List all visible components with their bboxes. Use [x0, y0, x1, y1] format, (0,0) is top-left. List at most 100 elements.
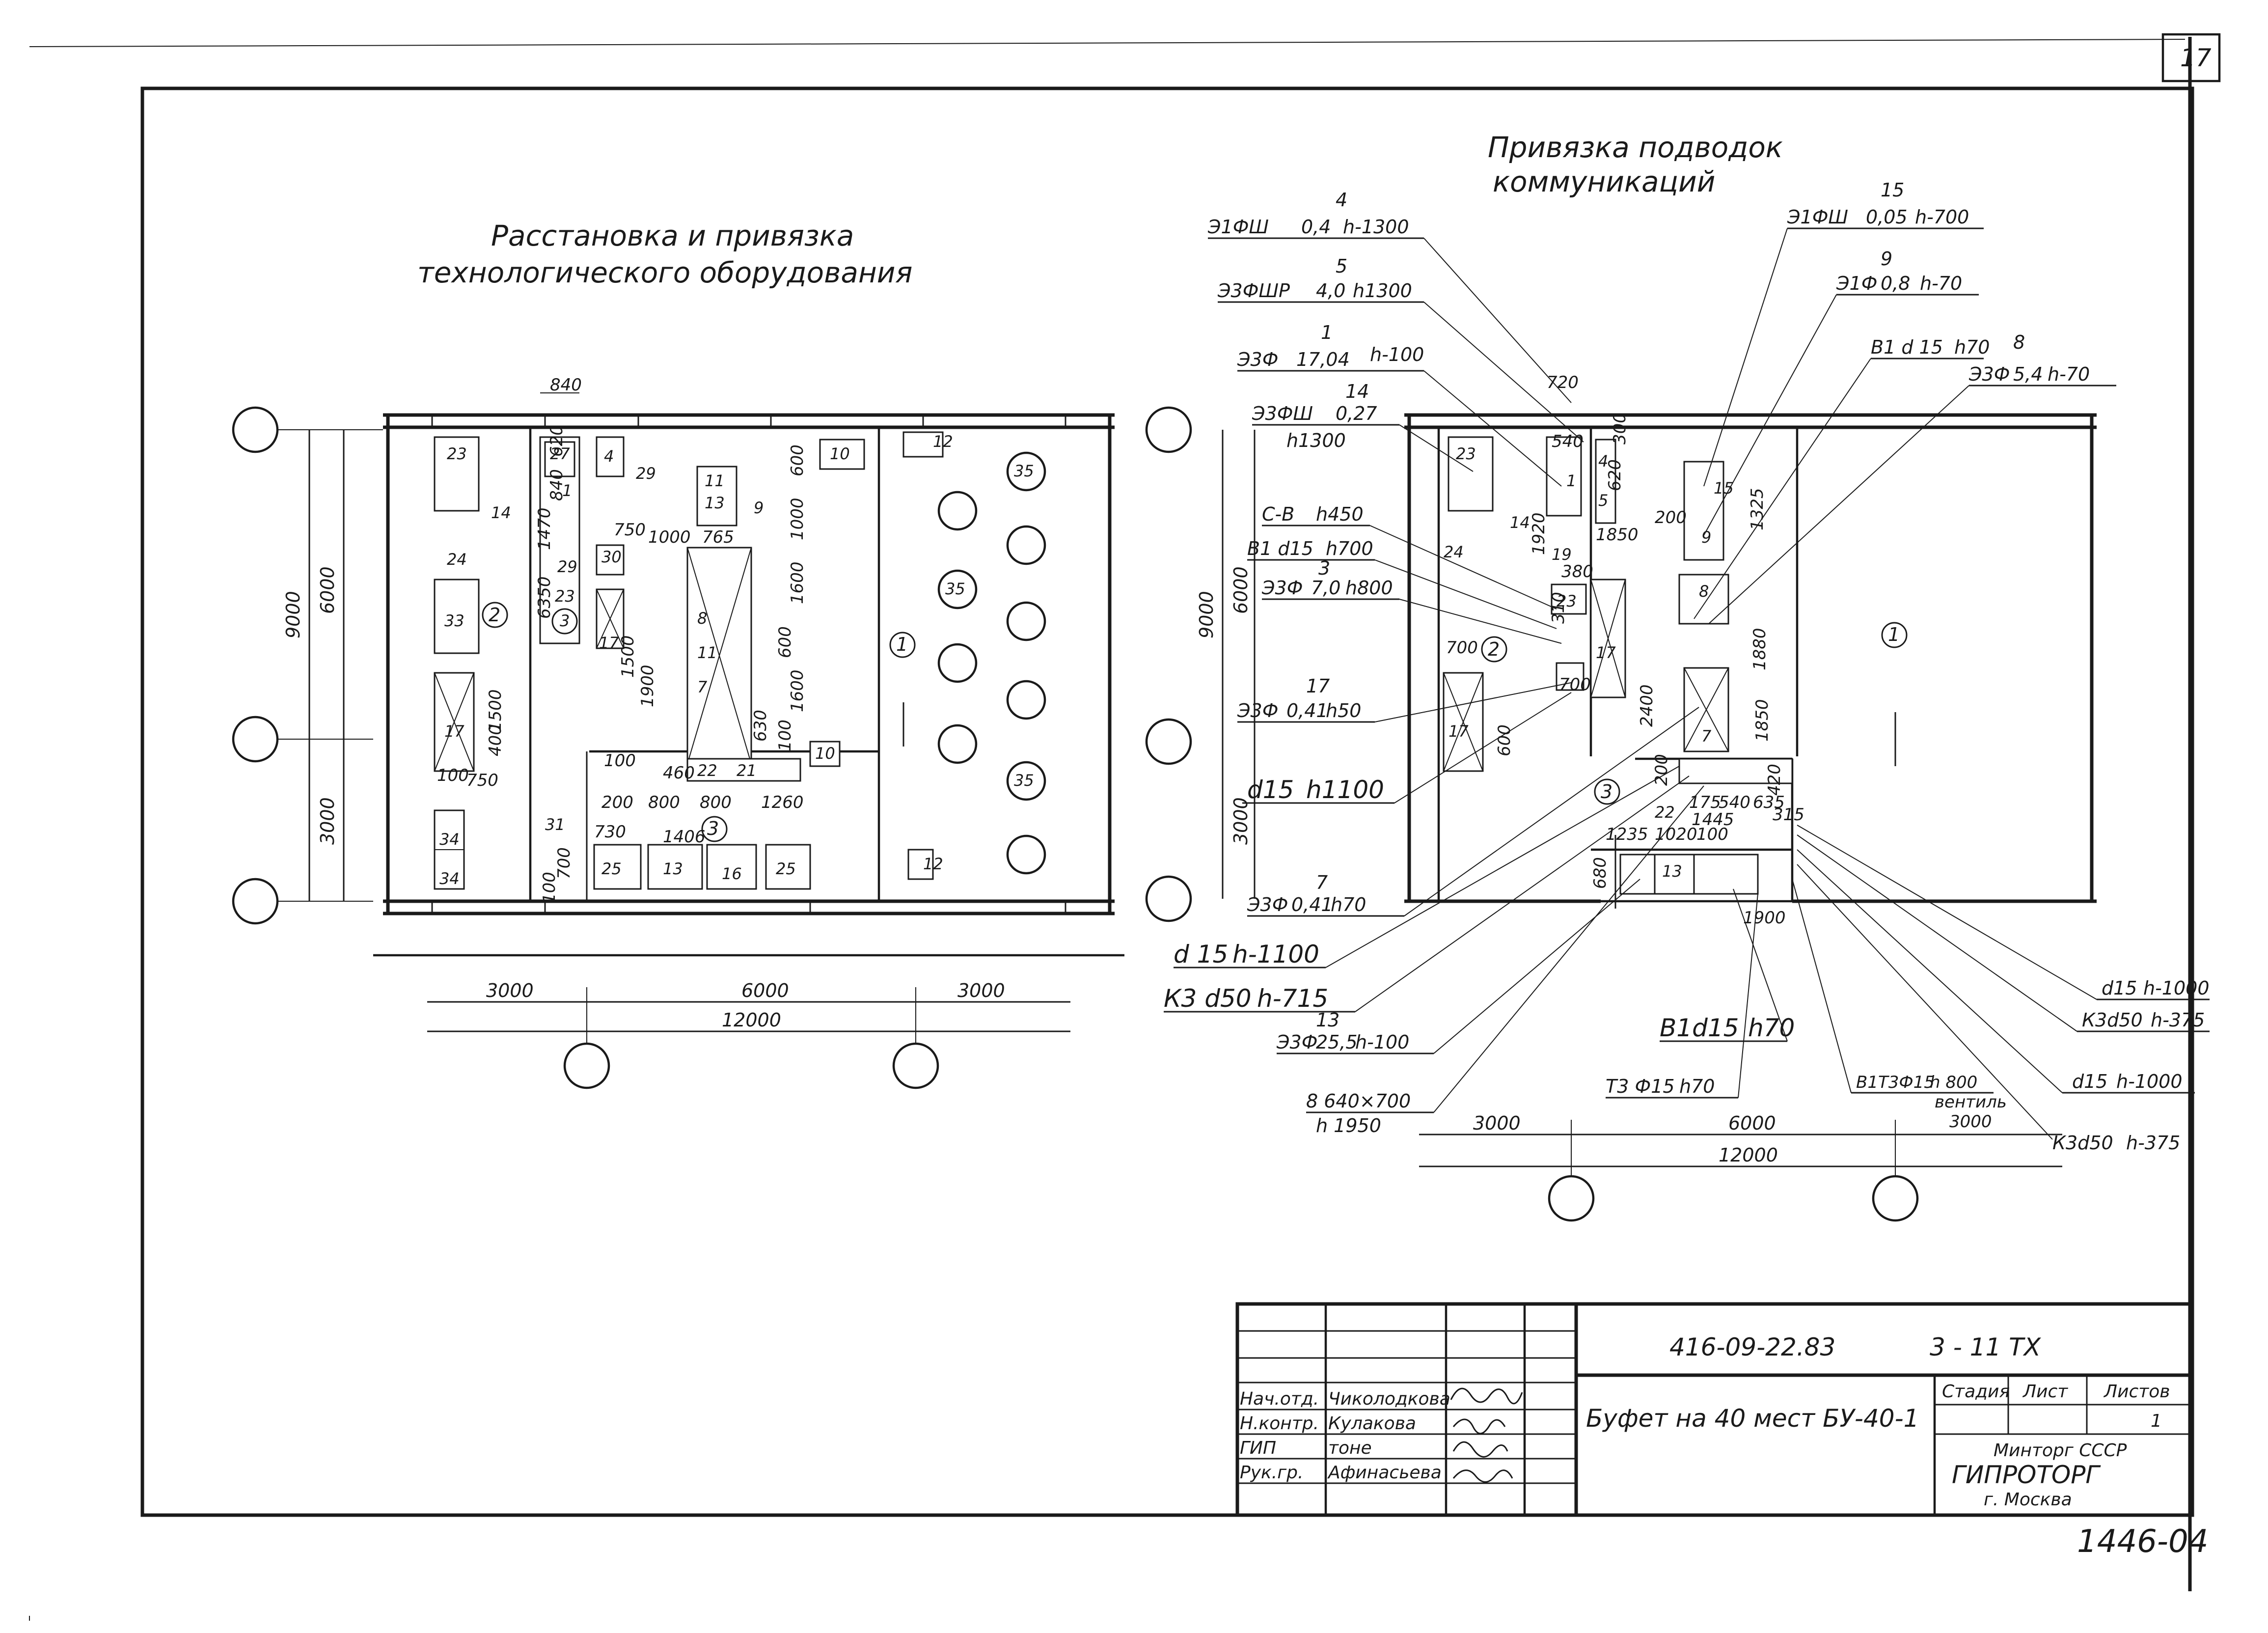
- equipment-34b: 34: [439, 869, 460, 888]
- equipment-4: 4: [1598, 452, 1608, 471]
- equipment-17: 17: [444, 722, 465, 741]
- role-gip: ГИП: [1240, 1438, 1276, 1458]
- equipment-13b: 13: [663, 859, 683, 878]
- dim-420: 420: [1765, 764, 1784, 796]
- dim-600b: 600: [775, 626, 795, 658]
- callout-number: 9: [1881, 248, 1892, 270]
- callout-code: Э1ФШ: [1207, 216, 1269, 238]
- callout-height: h-1000: [2116, 1071, 2183, 1092]
- sheet-number: 17: [2180, 44, 2212, 72]
- callout-code: 8 640×700: [1306, 1090, 1411, 1112]
- axis-bubble: [563, 1042, 610, 1089]
- callout-value: 7,0: [1311, 577, 1340, 599]
- role-group-lead: Рук.гр.: [1240, 1463, 1303, 1483]
- equipment-9: 9: [1701, 528, 1711, 547]
- dim-6350: 6350: [535, 576, 554, 619]
- equipment-23b: 23: [1557, 592, 1577, 610]
- dim-1235: 1235: [1606, 825, 1648, 844]
- callout-number: 5: [1336, 255, 1347, 277]
- equipment-13: 13: [705, 494, 725, 512]
- callout-number: 13: [1316, 1009, 1339, 1031]
- equipment-4: 4: [604, 447, 614, 466]
- dim-1500: 1500: [486, 689, 505, 732]
- dim-100: 100: [775, 720, 795, 751]
- equipment-16: 16: [722, 864, 742, 883]
- callout-height: h1300: [1286, 430, 1346, 451]
- callout-number: 8: [2013, 332, 2025, 353]
- equipment-10: 10: [830, 444, 850, 463]
- left-plan-title-line1: Расстановка и привязка: [491, 219, 854, 252]
- dim-1880: 1880: [1750, 628, 1770, 670]
- dim-1920: 1920: [1529, 512, 1549, 555]
- callout-height: h-70: [1920, 273, 1962, 294]
- equipment-29: 29: [636, 464, 656, 483]
- axis-dim-6000: 6000: [1230, 566, 1252, 614]
- equipment-22: 22: [697, 761, 717, 780]
- equipment-10b: 10: [815, 744, 835, 763]
- dim-100b: 100: [540, 872, 559, 904]
- axis-dim-3000: 3000: [1230, 797, 1252, 845]
- callout-value: 0,41: [1286, 700, 1328, 721]
- sheets-label: Листов: [2103, 1382, 2170, 1402]
- name-norm-control: Кулакова: [1328, 1413, 1416, 1434]
- dim-1900: 1900: [1743, 908, 1786, 928]
- callout-code: К3d50: [2082, 1009, 2143, 1031]
- dim-750: 750: [614, 520, 646, 540]
- axis-dim-h12000: 12000: [1719, 1144, 1778, 1166]
- callout-code: Э1Ф: [1836, 273, 1877, 294]
- callout-code: Э1ФШ: [1787, 206, 1848, 228]
- right-plan-title-line1: Привязка подводок: [1488, 131, 1783, 164]
- signature: [1450, 1387, 1523, 1483]
- dim-310: 310: [1549, 592, 1568, 624]
- equipment-19: 19: [1552, 545, 1572, 564]
- callout-value: 0,4: [1301, 216, 1331, 238]
- equipment-23: 23: [1456, 444, 1476, 463]
- dim-635: 635: [1753, 793, 1785, 812]
- callout-code: Э3Ф: [1237, 700, 1278, 721]
- sheet-frame: [29, 33, 2221, 1621]
- callout-code: В1Т3Ф15: [1856, 1073, 1935, 1092]
- dim-1000: 1000: [648, 527, 691, 547]
- archive-number: 1446-04: [2077, 1523, 2208, 1560]
- dim-1406: 1406: [663, 827, 706, 847]
- axis-dim-h3000b: 3000: [957, 980, 1005, 1001]
- axis-dim-h12000: 12000: [722, 1009, 781, 1031]
- org-line1: Минторг СССР: [1994, 1440, 2127, 1461]
- equipment-1: 1: [562, 481, 572, 500]
- dim-1600: 1600: [788, 561, 807, 604]
- axis-bubble: [232, 716, 279, 763]
- equipment-35b: 35: [945, 580, 965, 598]
- callout-height: h450: [1316, 503, 1364, 525]
- equipment-35c: 35: [1014, 771, 1034, 790]
- dim-840b: 840: [547, 469, 567, 501]
- dim-1600b: 1600: [788, 669, 807, 712]
- equipment-11b: 11: [697, 643, 717, 662]
- dim-380: 380: [1561, 562, 1593, 581]
- axis-bubble: [1548, 1175, 1595, 1222]
- dim-1850: 1850: [1596, 525, 1639, 545]
- equipment-5: 5: [1598, 491, 1608, 510]
- callout-height: h-1000: [2143, 977, 2210, 999]
- equipment-34: 34: [439, 830, 460, 849]
- dim-300: 300: [1610, 413, 1630, 444]
- dim-840: 840: [550, 375, 582, 395]
- dim-1325: 1325: [1748, 488, 1767, 530]
- dim-800b: 800: [700, 793, 732, 812]
- dim-700: 700: [1559, 675, 1591, 694]
- dim-200: 200: [601, 793, 633, 812]
- callout-code: d15: [1247, 775, 1294, 804]
- callout-code: d15: [2102, 977, 2137, 999]
- callout-code: С-В: [1262, 503, 1294, 525]
- equipment-8: 8: [1699, 582, 1709, 601]
- equipment-17b: 17: [1596, 643, 1616, 662]
- dim-1000b: 1000: [788, 498, 807, 540]
- equipment-9: 9: [754, 498, 764, 517]
- dim-100: 100: [1696, 825, 1728, 844]
- equipment-15: 15: [1714, 479, 1734, 498]
- dim-460: 460: [663, 763, 695, 783]
- callout-value: 0,05: [1866, 206, 1908, 228]
- equipment-27: 27: [550, 444, 570, 463]
- callout-number: 3: [1318, 557, 1330, 579]
- equipment-7: 7: [1701, 727, 1712, 746]
- equipment-14: 14: [491, 503, 511, 522]
